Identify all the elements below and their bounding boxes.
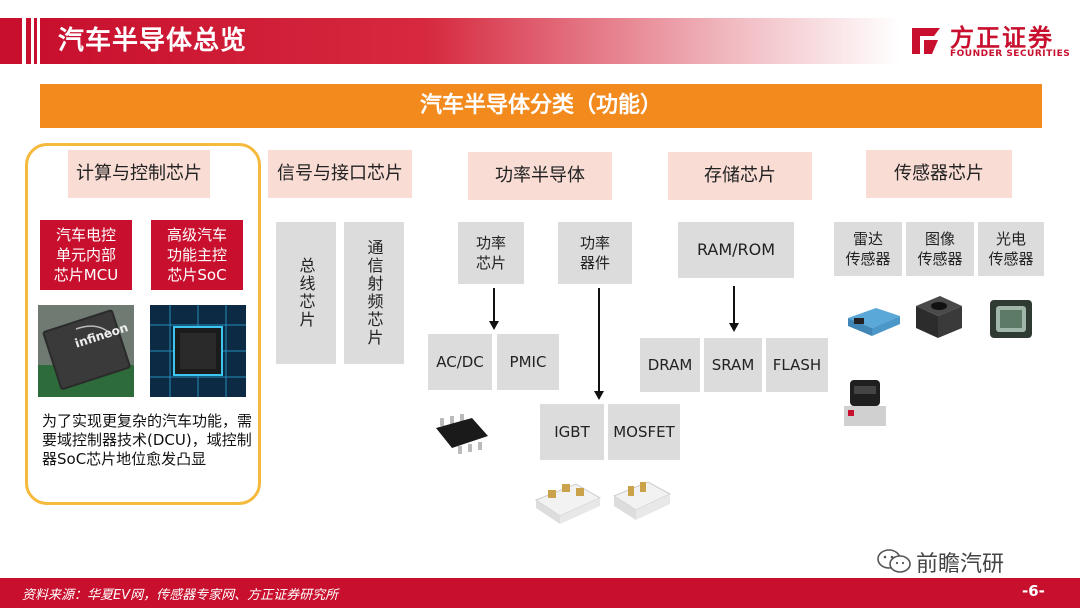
storage-arrow-head xyxy=(729,323,739,332)
watermark-text: 前瞻汽研 xyxy=(916,552,1005,577)
radar-sensor-box: 雷达 传感器 xyxy=(834,222,902,276)
header-band xyxy=(40,18,900,64)
storage-arrow-line xyxy=(733,286,735,324)
category-sensor: 传感器芯片 xyxy=(866,150,1012,198)
header-stripe xyxy=(34,18,37,64)
sram-box: SRAM xyxy=(704,338,762,392)
radar-sensor-image xyxy=(848,308,900,336)
rf-chip-box: 通信射频芯片 xyxy=(344,222,404,364)
ic-package-image xyxy=(436,414,488,454)
compute-highlight-frame xyxy=(25,143,261,505)
founder-logo-icon xyxy=(912,28,940,54)
header-red-block xyxy=(0,18,22,64)
page-number: -6- xyxy=(1022,582,1045,600)
dram-box: DRAM xyxy=(640,338,700,392)
category-signal: 信号与接口芯片 xyxy=(268,150,412,198)
photo-sensor-image xyxy=(990,300,1032,338)
category-storage: 存储芯片 xyxy=(668,152,812,200)
mosfet-module-image xyxy=(612,481,672,520)
bus-chip-box: 总线芯片 xyxy=(276,222,336,364)
category-compute: 计算与控制芯片 xyxy=(68,150,210,198)
brand-name-en: FOUNDER SECURITIES xyxy=(950,49,1071,59)
header-stripe xyxy=(26,18,31,64)
acdc-box: AC/DC xyxy=(428,334,492,390)
soc-box: 高级汽车 功能主控 芯片SoC xyxy=(151,220,243,290)
brand-name-cn: 方正证券 xyxy=(950,24,1054,52)
footer-bar xyxy=(0,578,1080,608)
lidar-sensor-image xyxy=(844,380,886,426)
igbt-module-image xyxy=(534,483,602,524)
page-title: 汽车半导体总览 xyxy=(58,26,248,56)
flash-box: FLASH xyxy=(766,338,828,392)
ram-rom-box: RAM/ROM xyxy=(678,222,794,278)
igbt-box: IGBT xyxy=(540,404,604,460)
power-device-arrow-line xyxy=(598,288,600,392)
pmic-box: PMIC xyxy=(497,334,559,390)
power-chip-box: 功率 芯片 xyxy=(458,222,524,284)
power-chip-arrow-head xyxy=(489,321,499,330)
image-sensor-box: 图像 传感器 xyxy=(906,222,974,276)
wechat-icon xyxy=(877,549,911,573)
soc-chip-image xyxy=(150,305,246,397)
power-device-arrow-head xyxy=(594,391,604,400)
infineon-chip-image: infineon xyxy=(38,305,134,397)
classification-banner: 汽车半导体分类（功能） xyxy=(40,84,1042,128)
compute-note: 为了实现更复杂的汽车功能，需要域控制器技术(DCU)，域控制器SoC芯片地位愈发… xyxy=(42,412,253,468)
photo-sensor-box: 光电 传感器 xyxy=(978,222,1044,276)
source-note: 资料来源：华夏EV网，传感器专家网、方正证券研究所 xyxy=(22,588,339,603)
power-device-box: 功率 器件 xyxy=(558,222,632,284)
category-power: 功率半导体 xyxy=(468,152,612,200)
image-sensor-image xyxy=(916,296,962,338)
mcu-box: 汽车电控 单元内部 芯片MCU xyxy=(40,220,132,290)
power-chip-arrow-line xyxy=(493,288,495,322)
mosfet-box: MOSFET xyxy=(608,404,680,460)
